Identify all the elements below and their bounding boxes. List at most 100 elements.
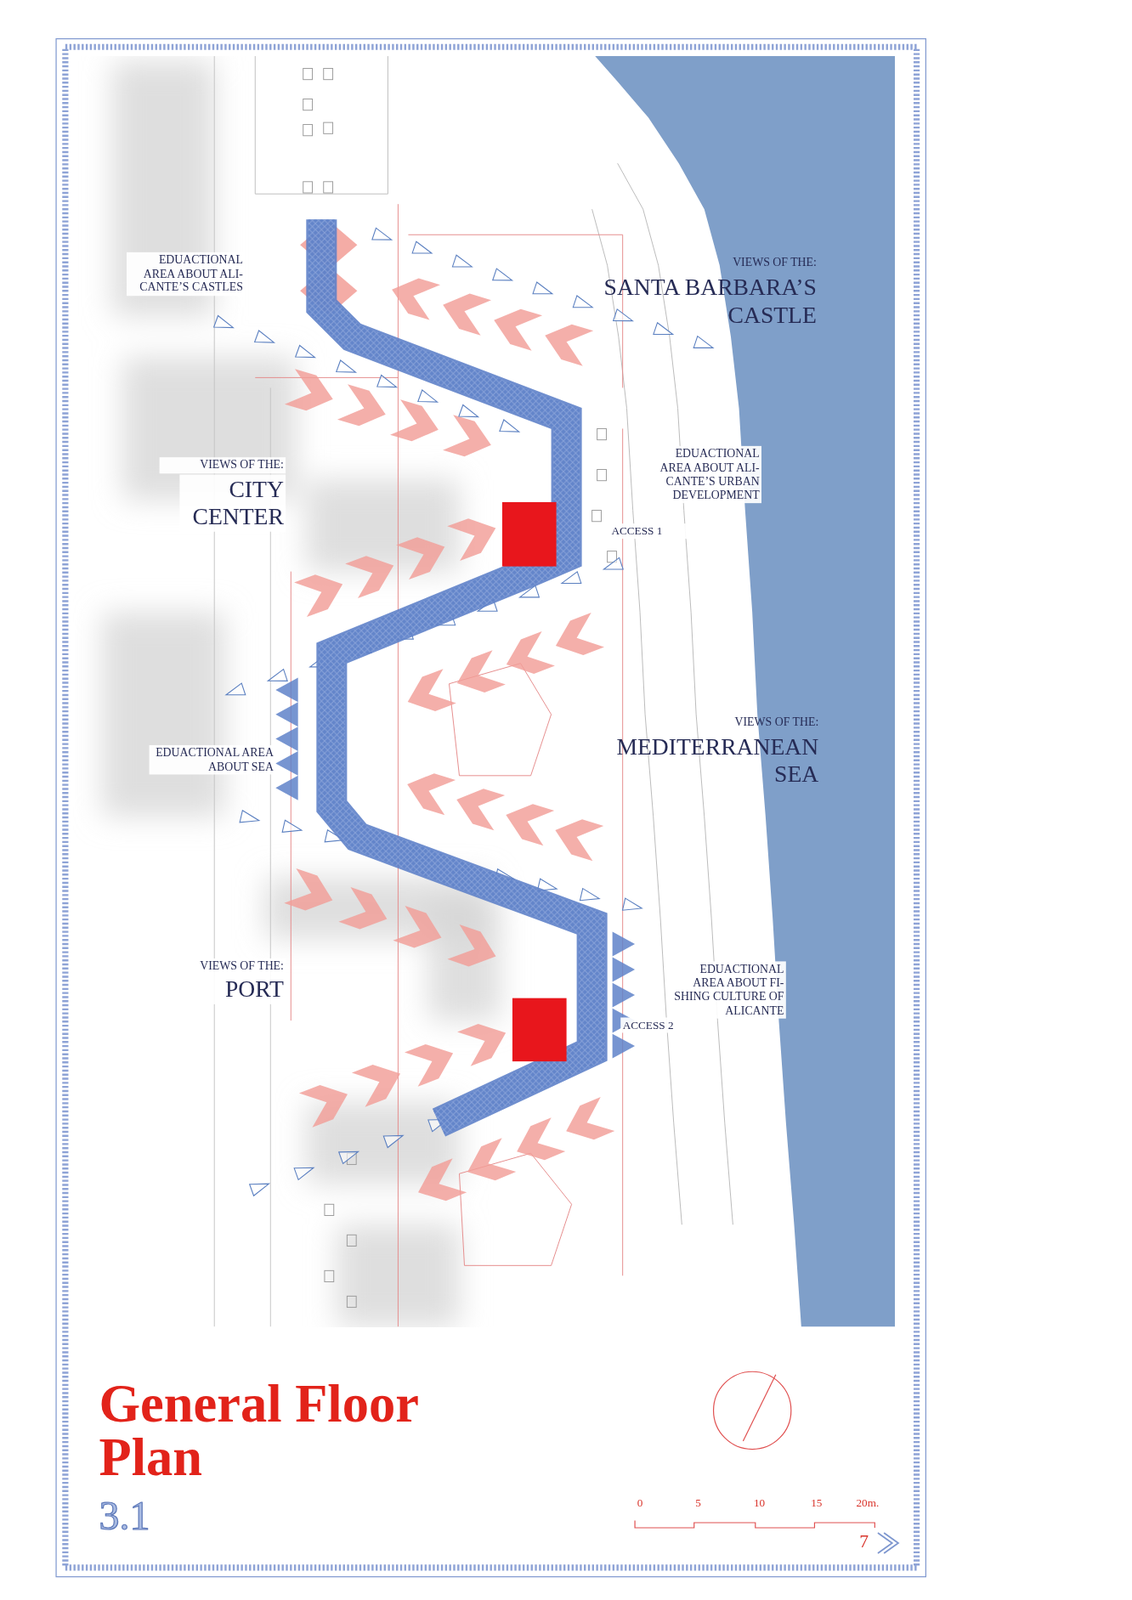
pavilion-chevron [488, 302, 543, 351]
scale-number: 15 [796, 1496, 838, 1511]
pavilion-chevron [345, 548, 401, 599]
plan-number: 3.1 [99, 1492, 192, 1541]
pavilion-chevron [457, 1015, 513, 1066]
sightline-triangle [294, 1161, 316, 1180]
walkway-tooth [275, 751, 298, 776]
pavilion-chevron [451, 781, 505, 831]
pavilion-chevron [447, 924, 502, 974]
sightline-triangle [249, 1177, 272, 1196]
view-place: CITY CENTER [179, 475, 286, 533]
scale-number: 0 [619, 1496, 661, 1511]
pavilion-chevron [559, 1097, 615, 1149]
sightline-triangle [412, 241, 434, 260]
bench-square [346, 1296, 357, 1308]
sightline-triangle [458, 404, 481, 423]
walkway-tooth [612, 1034, 635, 1059]
view-caption: VIEWS OF THE: [158, 958, 286, 975]
pavilion-chevron [337, 384, 391, 432]
road-edge [617, 163, 734, 1225]
sightline-triangle [339, 1146, 361, 1165]
pavilion-chevron [401, 766, 456, 816]
area-note: EDUACTIONAL AREA ABOUT FI- SHING CULTURE… [667, 961, 787, 1019]
site-map [101, 56, 895, 1327]
sightline-triangle [224, 683, 246, 701]
bench-square [597, 469, 607, 481]
scale-number: 10 [739, 1496, 781, 1511]
building-shadows [101, 61, 500, 1327]
sightline-triangle [383, 1130, 405, 1149]
sightline-triangle [372, 227, 394, 246]
view-caption: VIEWS OF THE: [665, 715, 819, 730]
walkway-tooth [612, 983, 635, 1008]
sightline-triangle [693, 336, 715, 355]
area-note: EDUACTIONAL AREA ABOUT SEA [148, 745, 276, 776]
pavilion-chevron [500, 797, 555, 846]
bench-square [323, 122, 334, 134]
sightline-triangle [579, 888, 600, 906]
street-furniture [303, 67, 617, 1308]
sightline-triangle [613, 309, 635, 328]
access-points [502, 502, 567, 1062]
pavilion-chevron [549, 812, 604, 861]
pavilion-chevron [338, 887, 393, 937]
bench-square [324, 1204, 334, 1216]
view-caption: VIEWS OF THE: [663, 255, 817, 270]
walkway-tooth [612, 957, 635, 983]
sightline-triangle [377, 374, 399, 393]
bench-square [592, 510, 602, 522]
area-note: EDUACTIONAL AREA ABOUT ALI- CANTE’S CAST… [126, 252, 245, 296]
page-number: 7 [859, 1531, 878, 1554]
view-place: PORT [179, 974, 286, 1005]
walkway-tooth [275, 701, 298, 727]
sightline-triangle [214, 315, 236, 334]
pavilion-chevron [460, 1137, 516, 1189]
sightline-triangle [492, 268, 515, 287]
sightline-triangle [452, 254, 474, 273]
north-compass [713, 1371, 792, 1449]
scale-bar [634, 1521, 875, 1529]
pavilion-chevron [411, 1158, 467, 1210]
plot-line [214, 56, 216, 1327]
pavilion-chevron [351, 1056, 408, 1107]
sightline-triangle [572, 295, 595, 314]
sightline-triangle [239, 810, 261, 827]
access-square [502, 502, 557, 567]
bench-square [597, 428, 607, 440]
pavilion-chevron [549, 612, 605, 663]
access-label: ACCESS 2 [620, 1017, 707, 1033]
plot-line [622, 428, 623, 1276]
pavilion-chevron [396, 529, 452, 580]
sightline-triangle [336, 360, 358, 379]
pavilion-chevron [294, 566, 350, 617]
pavilion-chevron [539, 317, 594, 367]
view-place: MEDITERRANEAN SEA [599, 732, 819, 788]
scale-number: 5 [678, 1496, 719, 1511]
sightline-triangle [418, 390, 440, 408]
walkway-tooth [275, 775, 298, 801]
scale-number: 20m. [844, 1496, 890, 1511]
access-square [512, 998, 567, 1062]
access-label: ACCESS 1 [609, 523, 696, 539]
walkway-band [321, 219, 592, 1123]
road-lines [214, 56, 733, 1327]
walkway-tooth [275, 678, 298, 703]
sea [594, 56, 895, 1327]
plot-line [397, 203, 399, 1327]
sightline-triangle [254, 330, 277, 349]
pavilion-chevron [442, 414, 497, 463]
sightline-triangle [295, 345, 317, 363]
pavilion-chevron [499, 631, 555, 682]
pavilion-chevron [401, 668, 457, 719]
compass-needle [742, 1375, 776, 1442]
page-chevron [877, 1533, 899, 1554]
view-caption: VIEWS OF THE: [158, 457, 286, 474]
sightline-triangle [622, 898, 644, 915]
plot-line [254, 377, 398, 379]
outer-border [56, 39, 926, 1578]
page-frame [56, 39, 926, 1578]
pavilion-chevron [392, 905, 448, 956]
road-edge [592, 209, 683, 1225]
walkway-tooth [612, 932, 635, 957]
walkway [275, 219, 635, 1123]
